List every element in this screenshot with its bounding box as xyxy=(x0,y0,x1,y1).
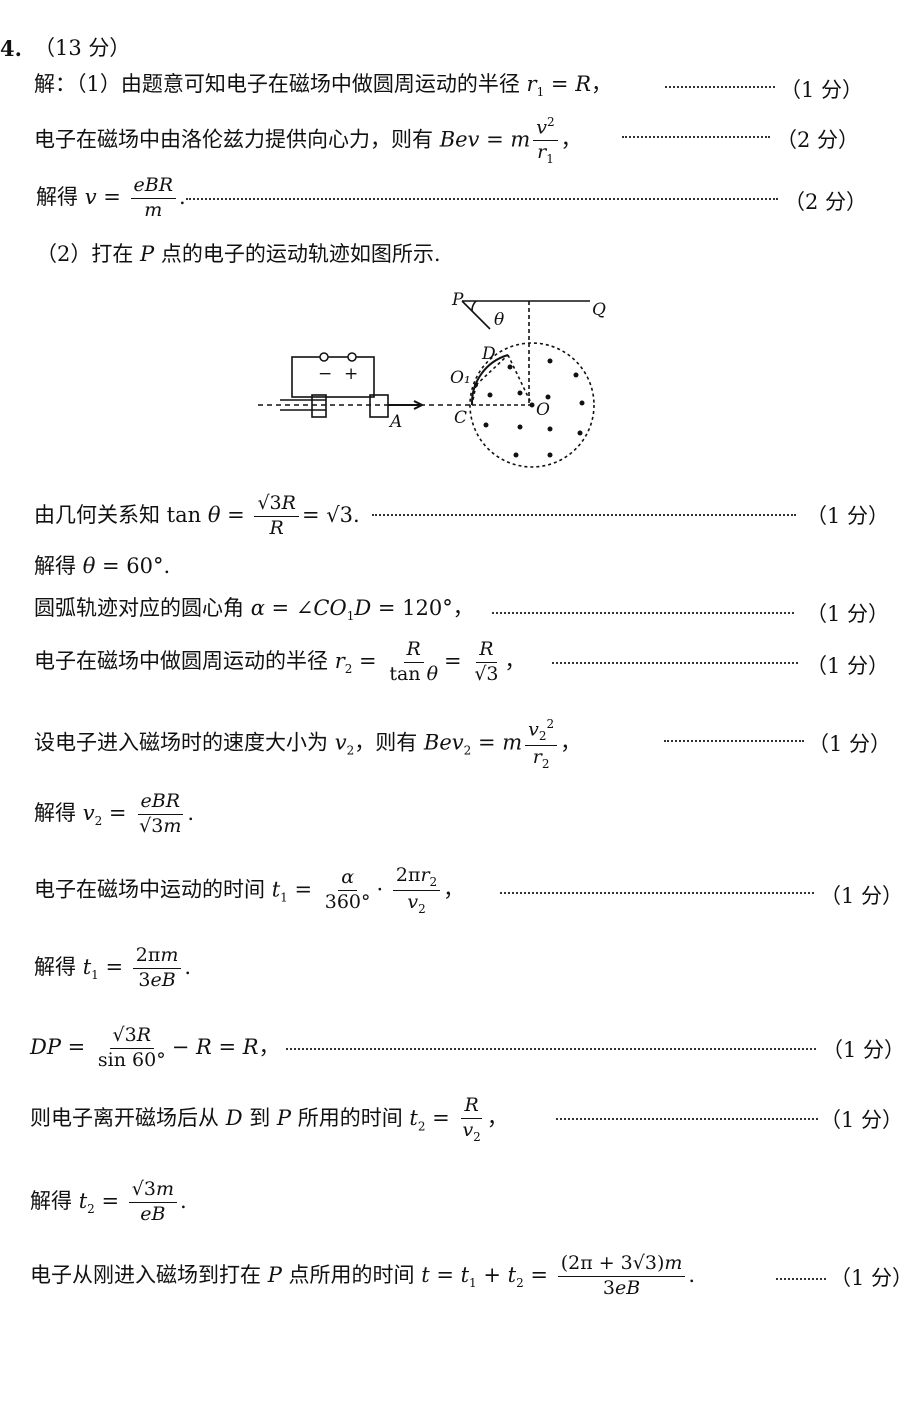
score-13: （1 分） xyxy=(822,1038,900,1062)
label-O1: O₁ xyxy=(450,368,471,388)
score-8: （1 分） xyxy=(806,654,890,678)
label-O: O xyxy=(536,400,550,420)
question-number: 4. xyxy=(0,36,22,61)
score-11: （1 分） xyxy=(820,884,900,908)
score-2: （2 分） xyxy=(776,128,860,152)
label-C: C xyxy=(454,408,467,428)
label-D: D xyxy=(481,344,496,364)
score-1: （1 分） xyxy=(780,78,864,102)
score-16: （1 分） xyxy=(830,1266,900,1290)
dot-leader xyxy=(664,740,804,742)
label-P: P xyxy=(451,290,464,310)
dot-leader xyxy=(186,198,778,200)
dot-leader xyxy=(622,136,770,138)
label-Q: Q xyxy=(592,300,606,320)
score-9: （1 分） xyxy=(808,732,892,756)
dot-leader xyxy=(500,892,814,894)
solution-line-10: 解得 v2 = eBR√3m. xyxy=(34,790,195,837)
label-minus: − xyxy=(318,364,332,384)
dot-leader xyxy=(492,612,794,614)
dot-leader xyxy=(665,86,775,88)
solution-line-4: （2）打在 P 点的电子的运动轨迹如图所示. xyxy=(36,242,441,266)
solution-line-6: 解得 θ = 60°. xyxy=(34,554,171,578)
question-points: （13 分） xyxy=(34,36,131,60)
dot-leader xyxy=(776,1278,826,1280)
score-5: （1 分） xyxy=(806,504,890,528)
dot-leader xyxy=(372,514,796,516)
score-7: （1 分） xyxy=(806,602,890,626)
label-plus: + xyxy=(344,364,358,384)
solution-line-7: 圆弧轨迹对应的圆心角 α = ∠CO1D = 120°， xyxy=(34,596,474,624)
dot-leader xyxy=(556,1118,818,1120)
solution-line-16: 电子从刚进入磁场到打在 P 点所用的时间 t = t1 + t2 = (2π +… xyxy=(30,1252,696,1299)
dot-leader xyxy=(286,1048,816,1050)
dot-leader xyxy=(552,662,798,664)
label-theta: θ xyxy=(494,310,504,330)
score-14: （1 分） xyxy=(820,1108,900,1132)
solution-line-1: 解：（1）由题意可知电子在磁场中做圆周运动的半径 r1 = R， xyxy=(34,72,612,100)
score-3: （2 分） xyxy=(784,190,868,214)
electron-trajectory-diagram: P Q θ D O₁ O C A − + xyxy=(258,290,606,468)
label-A: A xyxy=(388,412,402,432)
